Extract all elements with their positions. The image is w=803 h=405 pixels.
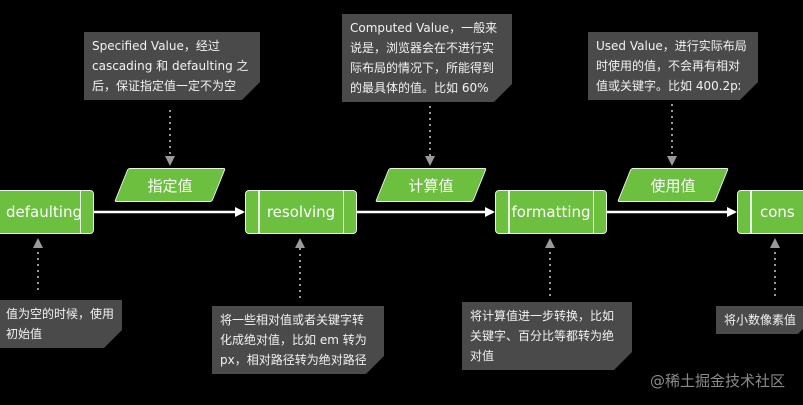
note-line: 关键字、百分比等都转为绝: [470, 329, 615, 343]
watermark: @稀土掘金技术社区: [649, 372, 785, 390]
process-label: cons: [760, 203, 795, 221]
value-label: 计算值: [408, 176, 454, 195]
note-line: 后，保证指定值一定不为空: [92, 79, 237, 93]
value-shape-used: 使用值: [617, 168, 729, 202]
note-line: cascading 和 defaulting 之: [92, 59, 249, 73]
process-label: resolving: [266, 203, 336, 221]
note-line: 值或关键字。比如 400.2px: [596, 79, 745, 93]
process-box-resolving: resolving: [245, 190, 357, 234]
note-line: 际布局的情况下，所能得到: [350, 61, 495, 75]
note-line: 值为空的时候，使用: [6, 307, 115, 321]
note-line: 将计算值进一步转换，比如: [470, 309, 615, 323]
note-computed-value: Computed Value，一般来 说是，浏览器会在不进行实 际布局的情况下，…: [342, 14, 512, 102]
process-label: formatting: [511, 203, 591, 221]
value-label: 指定值: [147, 176, 193, 195]
note-line: 的最具体的值。比如 60%: [350, 81, 489, 95]
note-line: px，相对路径转为绝对路径: [220, 353, 367, 367]
note-constraining: 将小数像素值: [716, 306, 803, 334]
note-line: Specified Value，经过: [92, 39, 220, 53]
process-box-constraining: cons: [737, 190, 803, 234]
value-shape-computed: 计算值: [375, 168, 487, 202]
note-used-value: Used Value，进行实际布局 时使用的值，不会再有相对 值或关键字。比如 …: [588, 32, 758, 100]
note-line: Computed Value，一般来: [350, 21, 498, 35]
note-line: 将小数像素值: [724, 313, 797, 327]
note-line: 时使用的值，不会再有相对: [596, 59, 741, 73]
value-shape-specified: 指定值: [114, 168, 226, 202]
note-defaulting: 值为空的时候，使用 初始值: [0, 300, 122, 348]
note-line: 将一些相对值或者关键字转: [220, 313, 365, 327]
note-line: 说是，浏览器会在不进行实: [350, 41, 495, 55]
note-formatting: 将计算值进一步转换，比如 关键字、百分比等都转为绝 对值: [462, 302, 632, 370]
note-line: 化成绝对值，比如 em 转为: [220, 333, 367, 347]
note-line: Used Value，进行实际布局: [596, 39, 747, 53]
note-line: 初始值: [6, 327, 43, 341]
note-line: 对值: [470, 349, 495, 363]
note-resolving: 将一些相对值或者关键字转 化成绝对值，比如 em 转为 px，相对路径转为绝对路…: [212, 306, 384, 374]
process-box-defaulting: defaulting: [0, 190, 94, 234]
value-label: 使用值: [650, 176, 696, 195]
note-specified-value: Specified Value，经过 cascading 和 defaultin…: [84, 32, 260, 100]
process-box-formatting: formatting: [495, 190, 607, 234]
process-label: defaulting: [6, 203, 82, 221]
